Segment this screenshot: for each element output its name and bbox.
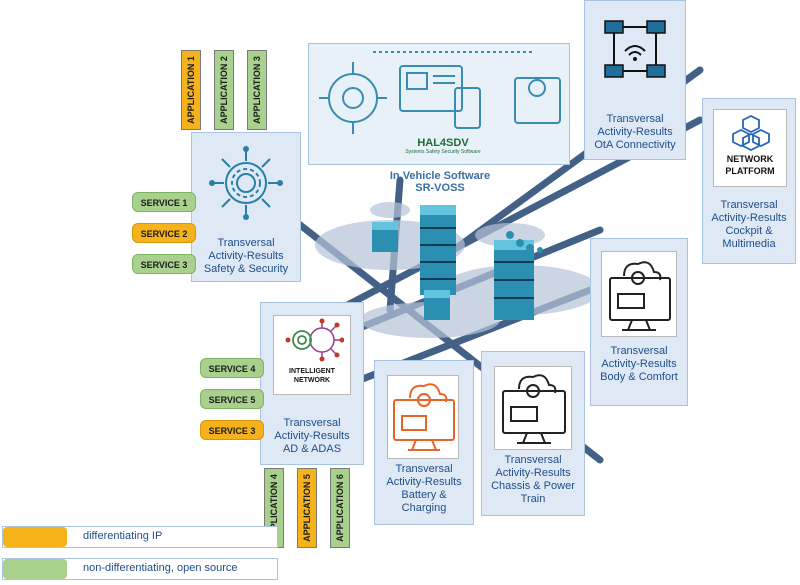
application-tab: APPLICATION 1 [181, 50, 201, 130]
intelligent-network-logo-card: INTELLIGENT NETWORK [273, 315, 351, 395]
panel-cockpit-label: Transversal Activity-Results Cockpit & M… [711, 199, 787, 250]
panel-chassis-powertrain: Transversal Activity-Results Chassis & P… [481, 351, 585, 516]
service-pill: SERVICE 3 [200, 420, 264, 440]
intelligent-logo-line2: NETWORK [293, 377, 331, 384]
application-tab-label: APPLICATION 1 [186, 56, 196, 124]
chassis-icon-card [494, 366, 572, 450]
panel-body-label: Transversal Activity-Results Body & Comf… [600, 345, 678, 383]
application-tab: APPLICATION 2 [214, 50, 234, 130]
hal-logo: HAL4SDV Systems Safety Security Software [393, 137, 493, 155]
legend-text: non-differentiating, open source [83, 562, 238, 574]
hal-logo-text: HAL4SDV [417, 137, 469, 149]
application-tab: APPLICATION 5 [297, 468, 317, 548]
wifi-network-icon [604, 20, 666, 78]
hal-illustration-icon [319, 51, 561, 134]
application-tab-label: APPLICATION 3 [252, 56, 262, 124]
network-platform-logo [732, 114, 770, 152]
panel-chassis-label: Transversal Activity-Results Chassis & P… [491, 454, 575, 505]
panel-battery-charging: Transversal Activity-Results Battery & C… [374, 360, 474, 525]
intelligent-logo-line1: INTELLIGENT [289, 368, 335, 375]
network-platform-logo-card: NETWORK PLATFORM [713, 109, 787, 187]
panel-safety-security: Transversal Activity-Results Safety & Se… [191, 132, 301, 282]
application-tab-label: APPLICATION 5 [302, 474, 312, 542]
panel-ota-connectivity: Transversal Activity-Results OtA Connect… [584, 0, 686, 160]
panel-cockpit-multimedia: NETWORK PLATFORM Transversal Activity-Re… [702, 98, 796, 264]
body-icon-card [601, 251, 677, 337]
monitor-cloud-icon [502, 374, 566, 444]
service-pill: SERVICE 1 [132, 192, 196, 212]
intelligent-network-logo [285, 318, 344, 362]
legend-swatch-green [3, 559, 67, 579]
panel-battery-label: Transversal Activity-Results Battery & C… [386, 463, 462, 514]
application-tab-label: APPLICATION 2 [219, 56, 229, 124]
center-title: In Vehicle Software [389, 170, 491, 182]
application-tab: APPLICATION 3 [247, 50, 267, 130]
panel-safety-label: Transversal Activity-Results Safety & Se… [203, 237, 289, 275]
panel-adas-label: Transversal Activity-Results AD & ADAS [274, 417, 350, 455]
service-pill: SERVICE 5 [200, 389, 264, 409]
panel-body-comfort: Transversal Activity-Results Body & Comf… [590, 238, 688, 406]
monitor-cloud-icon [609, 261, 671, 331]
center-title-block: In Vehicle Software SR-VOSS [360, 170, 520, 194]
hal-tagline: Systems Safety Security Software [405, 149, 481, 155]
legend-swatch-orange [3, 527, 67, 547]
network-logo-line1: NETWORK [726, 154, 774, 164]
battery-icon-card [387, 375, 459, 459]
gear-circuit-icon [209, 146, 283, 220]
legend-text: differentiating IP [83, 530, 163, 542]
service-pill: SERVICE 2 [132, 223, 196, 243]
legend-row-differentiating: differentiating IP [2, 526, 278, 548]
network-logo-line2: PLATFORM [725, 166, 775, 176]
service-pill: SERVICE 3 [132, 254, 196, 274]
ota-icon-card [595, 9, 675, 89]
monitor-cloud-orange-icon [393, 383, 455, 451]
application-tab-label: APPLICATION 6 [335, 474, 345, 542]
center-subtitle: SR-VOSS [415, 182, 465, 194]
panel-ota-label: Transversal Activity-Results OtA Connect… [594, 113, 676, 151]
application-tab: APPLICATION 6 [330, 468, 350, 548]
service-pill: SERVICE 4 [200, 358, 264, 378]
hal4sdv-card: HAL4SDV Systems Safety Security Software [308, 43, 570, 165]
panel-ad-adas: INTELLIGENT NETWORK Transversal Activity… [260, 302, 364, 465]
legend-row-open-source: non-differentiating, open source [2, 558, 278, 580]
